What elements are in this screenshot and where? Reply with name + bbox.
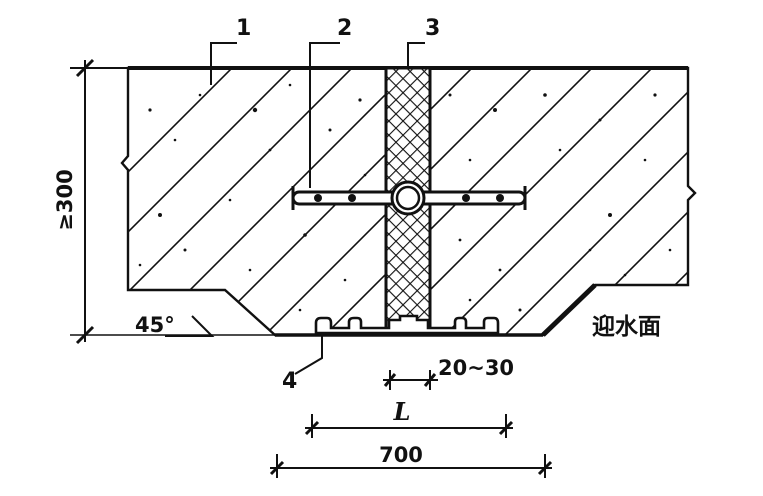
callout-numbers: 1 2 3 4 [236,16,440,394]
total-width-dimension [269,454,553,478]
strip-width-label: L [393,397,411,426]
callout-2: 2 [337,16,352,41]
concrete-section [120,66,697,337]
embedded-waterstop [291,180,527,216]
thickness-label: ≥300 [53,169,77,230]
concrete-hatching [122,68,695,335]
callout-1: 1 [236,16,251,41]
strip-width-dimension [304,414,514,438]
water-face-label: 迎水面 [592,313,661,340]
gap-label: 20~30 [438,356,514,380]
thickness-dimension [70,58,275,345]
callout-leaders [210,42,425,375]
external-waterstop [314,314,500,335]
total-width-label: 700 [379,443,423,467]
callout-3: 3 [425,16,440,41]
callout-4: 4 [282,369,297,394]
chamfer-angle-marker [165,315,215,337]
gap-dimension [383,370,438,390]
chamfer-angle-label: 45° [135,313,175,337]
